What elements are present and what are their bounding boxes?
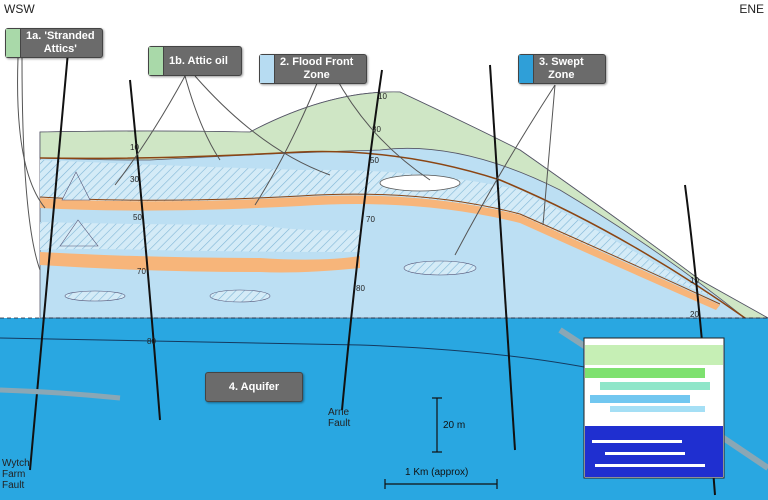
depth-label: 20 [690,310,699,319]
callout-attic-oil: 1b. Attic oil [148,46,242,76]
leader-lines [17,57,556,271]
depth-label: 80 [147,337,156,346]
depth-label: 30 [130,175,139,184]
depth-label: 10 [130,143,139,152]
depth-label: 30 [372,125,381,134]
callout-flood-front: 2. Flood Front Zone [259,54,367,84]
direction-wsw: WSW [4,2,35,16]
fault-arne [341,69,383,411]
vertical-scale-label: 20 m [443,420,466,431]
callout-swatch [260,55,275,83]
arne-fault-label: Arne Fault [328,407,351,429]
callout-swatch [6,29,21,57]
callout-swatch [519,55,534,83]
callout-aquifer: 4. Aquifer [205,372,303,402]
depth-label: 50 [370,156,379,165]
callout-label: 1b. Attic oil [169,54,228,67]
stranded-attic-1 [61,171,91,201]
gas-cap [379,174,461,192]
aquifer-stripe-2 [0,387,121,401]
direction-ene: ENE [739,2,764,16]
wytch-farm-fault-label: Wytch Farm Fault [2,458,30,491]
callout-label: 4. Aquifer [228,380,280,393]
flood-zone-band [40,160,720,300]
callout-stranded-attics: 1a. 'Stranded Attics' [5,28,103,58]
horizontal-scale-label: 1 Km (approx) [405,467,469,478]
fault-east [489,64,516,451]
depth-label: 70 [366,215,375,224]
inset-simulation-map [583,337,725,479]
callout-swatch [149,47,164,75]
oil-band-upper [40,195,720,310]
horizon-line-2 [39,193,721,305]
depth-label: 10 [378,92,387,101]
oil-band-lower [40,252,360,273]
depth-label: 80 [356,284,365,293]
callout-label: 2. Flood Front Zone [280,56,354,81]
depth-label: 50 [133,213,142,222]
callout-label: 1a. 'Stranded Attics' [26,30,95,55]
depth-label: 10 [690,276,699,285]
fault-mid-west [129,79,161,421]
lens-3 [64,290,126,302]
lens-2 [403,260,477,276]
stranded-attic-2 [59,219,99,247]
lens-1 [209,289,271,303]
callout-label: 3. Swept Zone [539,56,584,81]
deep-horizon [0,337,601,371]
flood-zone-band-lower [40,222,360,252]
callout-swept-zone: 3. Swept Zone [518,54,606,84]
depth-label: 70 [137,267,146,276]
fault-wytch-farm [29,29,71,471]
